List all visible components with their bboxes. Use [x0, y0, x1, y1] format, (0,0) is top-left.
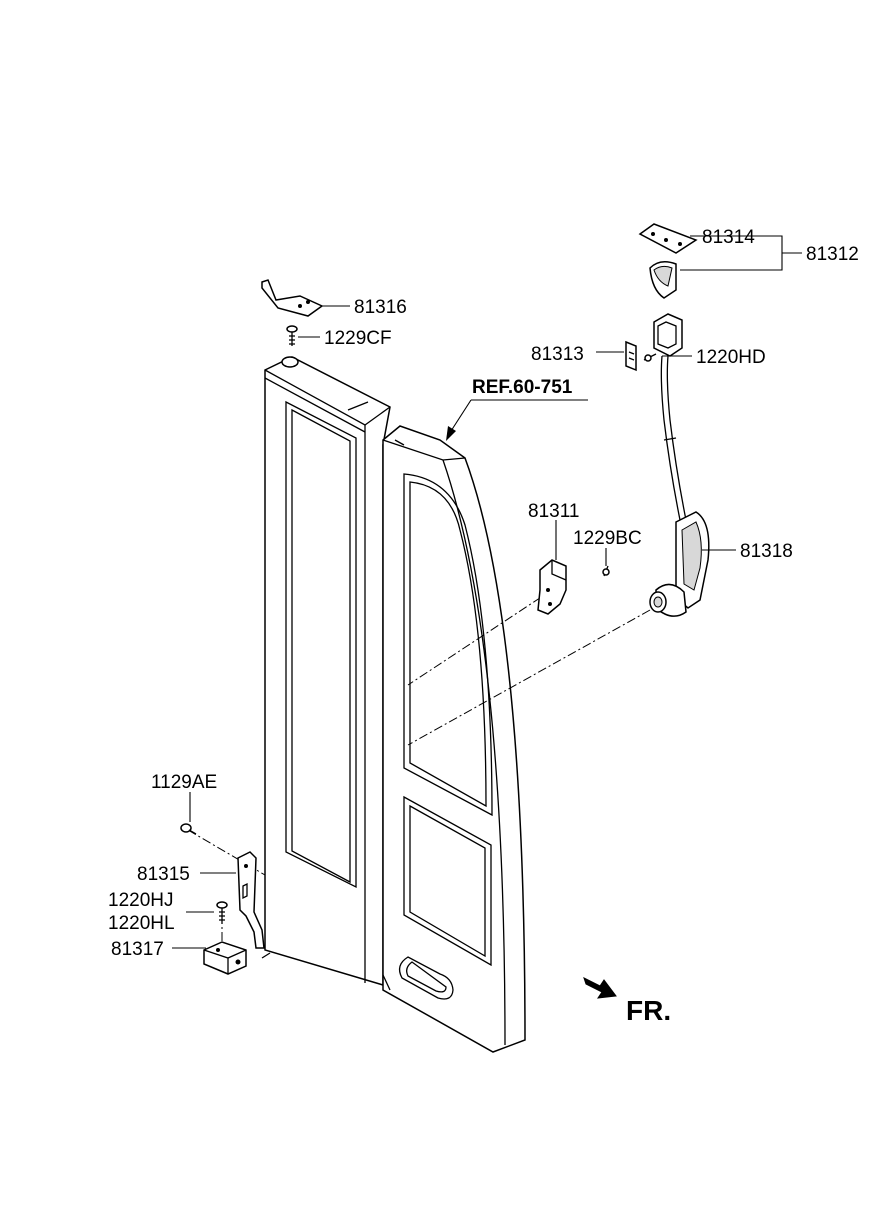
label-81317: 81317: [111, 939, 164, 960]
label-81315: 81315: [137, 864, 190, 885]
front-label: FR.: [626, 995, 671, 1026]
front-direction-indicator: FR.: [583, 977, 671, 1026]
part-1220HJ-HL: 1220HJ 1220HL: [108, 890, 228, 934]
ref-callout: REF.60-751: [446, 377, 588, 441]
label-1220HL: 1220HL: [108, 913, 175, 934]
front-arrow-icon: [583, 977, 617, 999]
part-81316: 81316: [261, 279, 407, 318]
label-81318: 81318: [740, 541, 793, 562]
left-door-panel: [261, 356, 391, 987]
part-81314: 81314: [638, 223, 760, 254]
part-1129AE: 1129AE: [151, 772, 217, 835]
part-81313: 81313: [531, 340, 637, 372]
part-1220HD: 1220HD: [643, 347, 766, 368]
label-81312: 81312: [806, 244, 859, 265]
ref-arrow-icon: [446, 426, 456, 441]
part-1229BC: 1229BC: [573, 528, 642, 577]
label-1229BC: 1229BC: [573, 528, 642, 549]
part-81312-cap: [649, 261, 677, 299]
label-81316: 81316: [354, 297, 407, 318]
label-1229CF: 1229CF: [324, 328, 392, 349]
label-1220HD: 1220HD: [696, 347, 766, 368]
label-1220HJ: 1220HJ: [108, 890, 174, 911]
label-81313: 81313: [531, 344, 584, 365]
label-1129AE: 1129AE: [151, 772, 217, 793]
door-cap-knob: [281, 356, 299, 368]
cable-housing: [653, 313, 687, 521]
right-door-panel: [382, 425, 526, 1053]
part-1229CF: 1229CF: [286, 325, 392, 349]
part-81318: 81318: [649, 511, 793, 617]
group-81312: 81312: [680, 235, 859, 271]
part-81317: 81317: [111, 939, 247, 975]
part-81315: 81315: [137, 851, 265, 949]
label-81311: 81311: [528, 501, 579, 522]
ref-label: REF.60-751: [472, 377, 573, 398]
part-81311: 81311: [528, 501, 579, 615]
label-81314: 81314: [702, 227, 755, 248]
